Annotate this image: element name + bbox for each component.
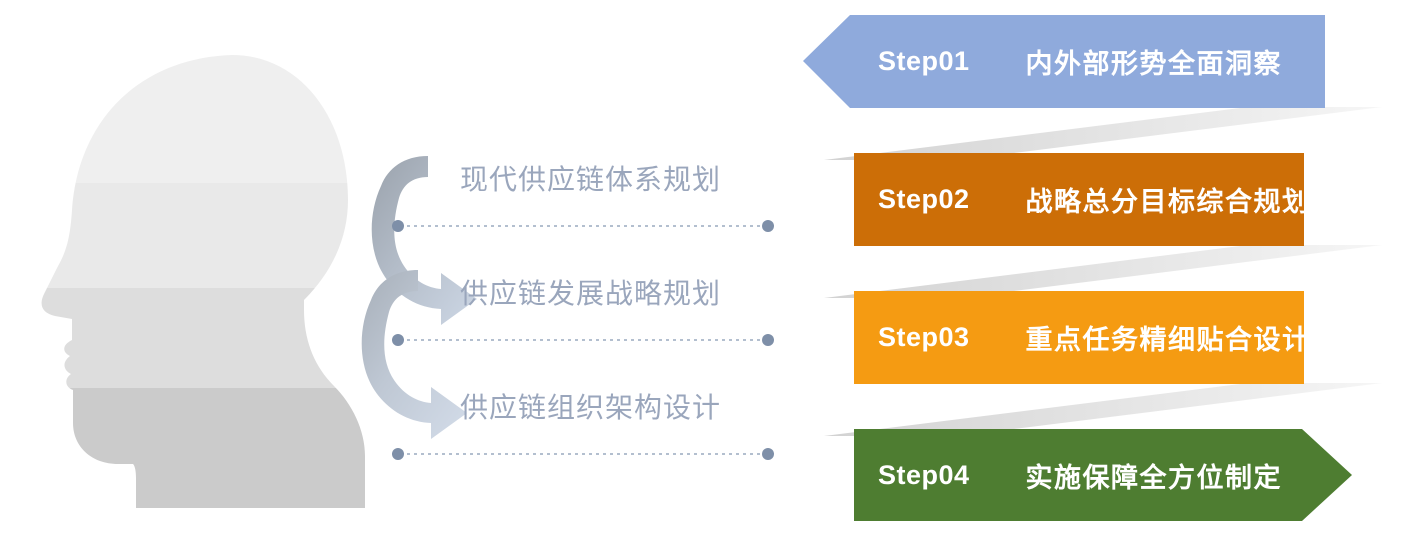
curved-arrow-2 (361, 270, 467, 439)
step-bar-3[interactable] (854, 291, 1304, 384)
grey-ribbon-connector-1 (824, 107, 1382, 160)
grey-ribbon-connector-2 (824, 245, 1382, 298)
stage-label-1: 现代供应链体系规划 (460, 164, 722, 195)
dotted-connector-1 (392, 220, 774, 232)
step-bar-1[interactable] (803, 15, 1325, 108)
step-bar-4[interactable] (854, 429, 1352, 521)
head-profile-silhouette (41, 55, 365, 508)
dotted-connector-3 (392, 448, 774, 460)
step-bar-2[interactable] (854, 153, 1304, 246)
grey-ribbon-connector-3 (824, 383, 1382, 436)
dotted-connector-2 (392, 334, 774, 346)
stage-label-2: 供应链发展战略规划 (460, 278, 722, 309)
stage-label-3: 供应链组织架构设计 (460, 392, 722, 423)
